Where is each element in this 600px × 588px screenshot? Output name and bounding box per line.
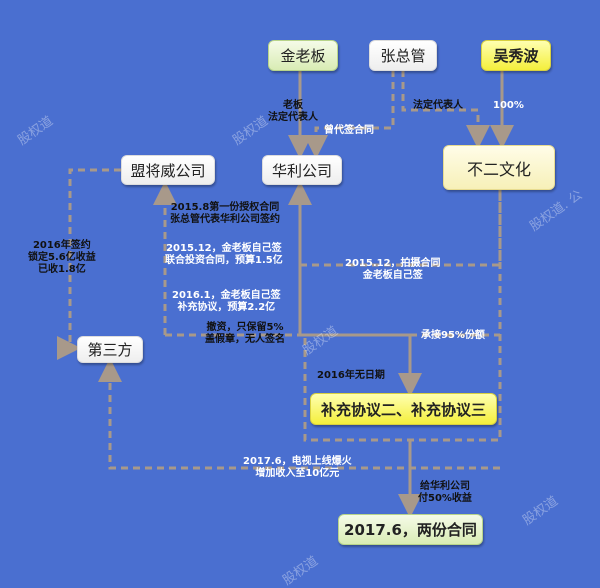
label-legal: 法定代表人 [413, 100, 463, 111]
label-tv-hit: 2017.6，电视上线爆火增加收入至10亿元 [243, 456, 352, 479]
node-jin-laoban: 金老板 [268, 40, 338, 71]
label-third-party-deal: 2016年签约锁定5.6亿收益已收1.8亿 [28, 240, 96, 275]
node-wu-xiubo: 吴秀波 [481, 40, 551, 71]
label-95pct: 承接95%份额 [421, 330, 485, 341]
node-mengjiangwei: 盟将威公司 [121, 155, 215, 185]
label-no-date: 2016年无日期 [317, 370, 385, 381]
node-huali: 华利公司 [262, 155, 342, 185]
label-contract1: 2015.8第一份授权合同张总管代表华利公司签约 [170, 202, 280, 225]
label-shooting-contract: 2015.12，拍摄合同金老板自己签 [345, 258, 441, 281]
node-third-party: 第三方 [77, 336, 143, 363]
label-contract3: 2016.1，金老板自己签补充协议，预算2.2亿 [172, 290, 281, 313]
label-contract2: 2015.12，金老板自己签联合投资合同，预算1.5亿 [165, 243, 283, 266]
node-zhang-zongguan: 张总管 [369, 40, 437, 71]
label-withdraw: 撤资，只保留5%盖假章，无人签名 [205, 322, 285, 345]
label-50pct: 给华利公司付50%收益 [418, 481, 472, 504]
node-supplement: 补充协议二、补充协议三 [310, 393, 497, 425]
label-boss: 老板法定代表人 [268, 100, 318, 123]
label-100pct: 100% [493, 100, 524, 111]
node-final-contracts: 2017.6，两份合同 [338, 514, 483, 545]
node-buer-wenhua: 不二文化 [443, 145, 555, 190]
label-proxy: 曾代签合同 [324, 125, 374, 136]
